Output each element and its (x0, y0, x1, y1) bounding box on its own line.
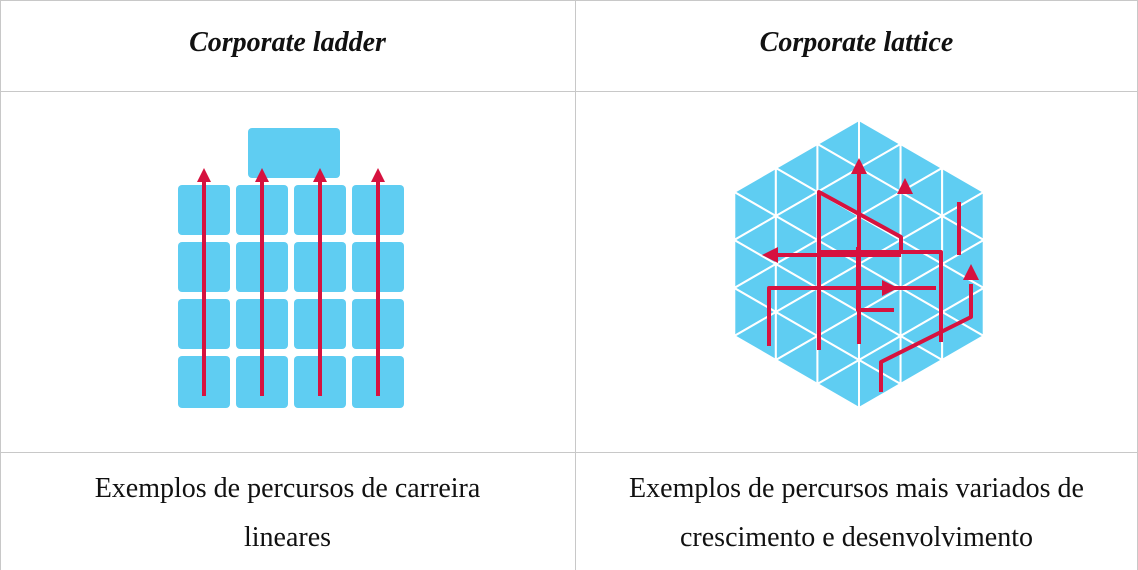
corporate-ladder-diagram (178, 128, 404, 408)
caption-lattice-line-2: crescimento e desenvolvimento (680, 522, 1033, 553)
caption-ladder-line-1: Exemplos de percursos de carreira (94, 473, 481, 504)
lattice-arrows (767, 172, 973, 392)
header-corporate-ladder: Corporate ladder (189, 27, 386, 58)
table-row-divider-2 (0, 452, 1138, 453)
table-border-top (0, 0, 1138, 1)
lattice-arrow-heads (762, 158, 979, 296)
caption-ladder-line-2: lineares (243, 522, 332, 553)
caption-corporate-lattice: Exemplos de percursos mais variados de c… (576, 464, 1137, 562)
header-corporate-lattice: Corporate lattice (759, 27, 954, 58)
ladder-arrows (197, 168, 385, 396)
table-border-left (0, 0, 1, 570)
table-row-divider-1 (0, 91, 1138, 92)
ladder-top-tile (248, 128, 340, 178)
caption-corporate-ladder: Exemplos de percursos de carreira linear… (0, 464, 575, 562)
table-column-divider (575, 0, 576, 570)
corporate-lattice-diagram (733, 119, 985, 409)
caption-lattice-line-1: Exemplos de percursos mais variados de (629, 473, 1084, 504)
ladder-tile-grid (178, 185, 404, 408)
